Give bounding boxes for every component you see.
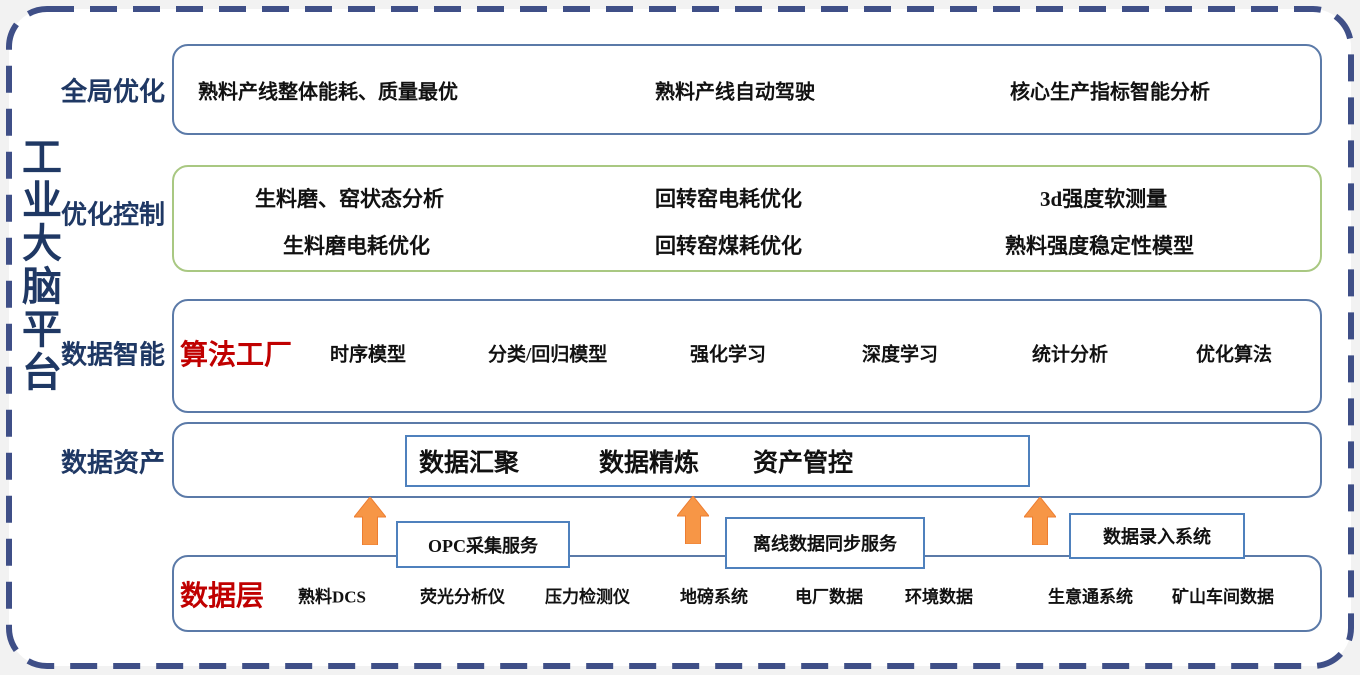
asset-item-3: 资产管控 <box>753 450 854 477</box>
opt-ctrl-item-3: 3d强度软测量 <box>1040 187 1168 211</box>
up-arrow-icon <box>1024 497 1056 545</box>
opt-ctrl-item-1: 生料磨、窑状态分析 <box>255 187 444 211</box>
algo-item-1: 时序模型 <box>330 344 407 366</box>
global-opt-item-1: 熟料产线整体能耗、质量最优 <box>198 81 458 104</box>
global-opt-item-3: 核心生产指标智能分析 <box>1010 81 1210 104</box>
source-item-3: 压力检测仪 <box>545 587 630 607</box>
source-item-5: 电厂数据 <box>795 587 863 607</box>
data-assets-inner-box: 数据汇聚 数据精炼 资产管控 <box>405 435 1030 487</box>
asset-item-1: 数据汇聚 <box>419 450 520 477</box>
service-box-opc: OPC采集服务 <box>396 521 570 568</box>
opt-ctrl-item-6: 熟料强度稳定性模型 <box>1005 234 1194 258</box>
layer-label-data-assets: 数据资产 <box>60 448 165 478</box>
global-opt-item-2: 熟料产线自动驾驶 <box>655 81 815 104</box>
layer-label-data-intelligence: 数据智能 <box>60 340 165 370</box>
source-item-6: 环境数据 <box>905 587 973 607</box>
source-item-7: 生意通系统 <box>1048 587 1133 607</box>
asset-item-2: 数据精炼 <box>599 450 700 477</box>
source-item-4: 地磅系统 <box>680 587 748 607</box>
up-arrow-icon <box>354 497 386 545</box>
layer-label-optimization-control: 优化控制 <box>60 200 165 230</box>
algo-item-5: 统计分析 <box>1032 344 1109 366</box>
service-box-offline-sync: 离线数据同步服务 <box>725 517 925 569</box>
opt-ctrl-item-2: 回转窑电耗优化 <box>655 187 802 211</box>
opt-ctrl-item-5: 回转窑煤耗优化 <box>655 234 802 258</box>
layer-label-global-optimization: 全局优化 <box>60 77 165 107</box>
algo-item-2: 分类/回归模型 <box>488 344 608 366</box>
algo-item-3: 强化学习 <box>690 344 767 366</box>
platform-title-vertical: 工业大脑平台 <box>16 136 61 394</box>
source-item-1: 熟料DCS <box>298 587 367 607</box>
data-layer-label: 数据层 <box>180 581 265 612</box>
data-intelligence-box <box>172 299 1322 413</box>
up-arrow-icon <box>677 496 709 544</box>
opt-ctrl-item-4: 生料磨电耗优化 <box>283 234 430 258</box>
source-item-2: 荧光分析仪 <box>420 587 505 607</box>
global-optimization-box <box>172 44 1322 135</box>
algo-item-6: 优化算法 <box>1196 344 1273 366</box>
algo-item-4: 深度学习 <box>862 344 939 366</box>
service-box-data-entry: 数据录入系统 <box>1069 513 1245 559</box>
optimization-control-box <box>172 165 1322 272</box>
source-item-8: 矿山车间数据 <box>1172 587 1274 607</box>
algorithm-factory-tag: 算法工厂 <box>180 340 293 371</box>
